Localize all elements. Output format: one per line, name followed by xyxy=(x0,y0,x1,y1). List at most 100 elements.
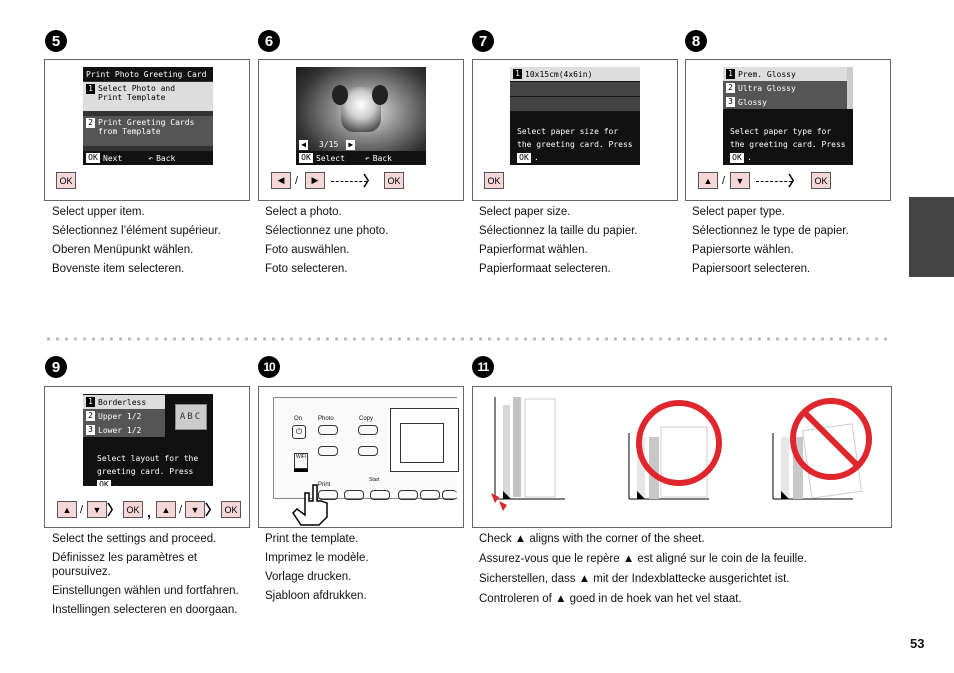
lcd-item-3[interactable]: 3 Lower 1/2 xyxy=(83,423,165,437)
item-number: 1 xyxy=(86,397,95,407)
hand-pointer-icon xyxy=(292,484,328,526)
lcd-screen: Print Photo Greeting Card 1 Select Photo… xyxy=(83,67,213,165)
lcd-row-empty xyxy=(510,97,640,111)
wifi-icon: WiFi xyxy=(294,453,308,469)
lcd-item-3[interactable]: 3 Glossy xyxy=(723,95,847,109)
item-number: 2 xyxy=(86,411,95,421)
step-9-text: Select the settings and proceed. Définis… xyxy=(52,532,252,617)
page-number: 53 xyxy=(910,636,925,651)
ok-button-2[interactable]: OK xyxy=(221,501,241,518)
left-button[interactable]: ◀ xyxy=(271,172,291,189)
text-fr: Sélectionnez le type de papier. xyxy=(692,225,849,237)
text-nl: Bovenste item selecteren. xyxy=(52,263,185,275)
text-fr: Imprimez le modèle. xyxy=(265,552,369,564)
message-line: Select layout for the xyxy=(97,454,199,463)
print-button[interactable] xyxy=(318,490,338,500)
step-6-text: Select a photo. Sélectionnez une photo. … xyxy=(265,205,465,276)
right-button[interactable]: ▶ xyxy=(305,172,325,189)
lcd-item-1[interactable]: 1 10x15cm(4x6in) xyxy=(510,67,640,81)
nav-button-3[interactable] xyxy=(442,490,457,500)
step-9-panel: 1 Borderless 2 Upper 1/2 3 Lower 1/2 ABC… xyxy=(44,386,250,528)
item-label: Glossy xyxy=(738,97,767,107)
next-label: Next xyxy=(103,153,123,163)
ok-button[interactable]: OK xyxy=(56,172,76,189)
setup-button[interactable] xyxy=(358,446,378,456)
control-panel: On ⏻ Photo Copy WiFi Start Print xyxy=(273,397,459,500)
up-button-2[interactable]: ▲ xyxy=(156,501,176,518)
step-8-badge: 8 xyxy=(685,30,707,52)
up-button[interactable]: ▲ xyxy=(698,172,718,189)
item-number: 3 xyxy=(726,97,735,107)
step-6-badge: 6 xyxy=(258,30,280,52)
text-en: Check ▲ aligns with the corner of the sh… xyxy=(479,533,705,545)
step-11-badge: 11 xyxy=(472,356,494,378)
photo-counter: 3/15 xyxy=(319,140,339,149)
step-9-badge: 9 xyxy=(45,356,67,378)
item-label: Lower 1/2 xyxy=(98,425,142,435)
step-11-text: Check ▲ aligns with the corner of the sh… xyxy=(479,532,899,606)
copy-button[interactable] xyxy=(358,425,378,435)
item-number: 3 xyxy=(86,425,95,435)
down-button[interactable]: ▼ xyxy=(730,172,750,189)
power-button[interactable]: ⏻ xyxy=(292,425,306,439)
start-label: Start xyxy=(369,477,380,483)
photo-ear-left xyxy=(332,85,348,105)
item-label: 10x15cm(4x6in) xyxy=(525,69,593,79)
ok-key: OK xyxy=(517,153,531,163)
step-11-panel xyxy=(472,386,892,528)
photo-button[interactable] xyxy=(318,425,338,435)
item-label: Ultra Glossy xyxy=(738,83,796,93)
prohibited-icon xyxy=(790,398,872,480)
lcd-screen: ◀ 3/15 ▶ OK Select ↶ Back xyxy=(296,67,426,165)
chapter-tab xyxy=(909,197,954,277)
ok-key: OK xyxy=(86,153,100,163)
item-label: Borderless xyxy=(98,397,147,407)
item-number: 2 xyxy=(726,83,735,93)
text-nl: Foto selecteren. xyxy=(265,263,348,275)
ok-circle-icon xyxy=(636,400,722,486)
nav-button-1[interactable] xyxy=(398,490,418,500)
lcd-item-2[interactable]: 2 Upper 1/2 xyxy=(83,409,165,423)
ok-button[interactable]: OK xyxy=(811,172,831,189)
text-fr: Sélectionnez la taille du papier. xyxy=(479,225,638,237)
step-5-badge: 5 xyxy=(45,30,67,52)
print-label: Print xyxy=(318,482,331,488)
text-fr: Sélectionnez une photo. xyxy=(265,225,389,237)
lcd-item-2[interactable]: 2 Ultra Glossy xyxy=(723,81,847,95)
lcd-item-1[interactable]: 1 Borderless xyxy=(83,395,165,409)
message-line: the greeting card. Press OK. xyxy=(730,140,846,163)
down-button-2[interactable]: ▼ xyxy=(185,501,205,518)
dashed-arrow xyxy=(331,181,367,182)
message-line: Select paper type for xyxy=(730,127,832,136)
back-label: Back xyxy=(372,153,392,163)
lcd-footer: OK Next ↶ Back xyxy=(83,151,213,165)
bw-start-button[interactable] xyxy=(370,490,390,500)
scan-button[interactable] xyxy=(318,446,338,456)
ok-button[interactable]: OK xyxy=(384,172,404,189)
item-number: 1 xyxy=(86,84,95,94)
text-de: Papierformat wählen. xyxy=(479,244,588,256)
up-button[interactable]: ▲ xyxy=(57,501,77,518)
chevron-right-icon: 〉 xyxy=(205,502,219,518)
ok-button[interactable]: OK xyxy=(484,172,504,189)
slash: / xyxy=(179,504,183,516)
step-8-text: Select paper type. Sélectionnez le type … xyxy=(692,205,892,276)
nav-button-2[interactable] xyxy=(420,490,440,500)
photo-label: Photo xyxy=(318,416,334,422)
right-arrow-icon: ▶ xyxy=(346,139,356,150)
ok-button[interactable]: OK xyxy=(123,501,143,518)
lcd-screen: 1 Borderless 2 Upper 1/2 3 Lower 1/2 ABC… xyxy=(83,394,213,486)
slash: / xyxy=(295,175,299,187)
down-button[interactable]: ▼ xyxy=(87,501,107,518)
color-start-button[interactable] xyxy=(344,490,364,500)
item-label: Upper 1/2 xyxy=(98,411,142,421)
slash: / xyxy=(722,175,726,187)
lcd-item-1[interactable]: 1 Prem. Glossy xyxy=(723,67,847,81)
step-6-panel: ◀ 3/15 ▶ OK Select ↶ Back ◀ / ▶ 〉 OK xyxy=(258,59,464,201)
text-de: Foto auswählen. xyxy=(265,244,350,256)
ok-key: OK xyxy=(97,480,111,486)
scrollbar[interactable] xyxy=(847,67,853,109)
